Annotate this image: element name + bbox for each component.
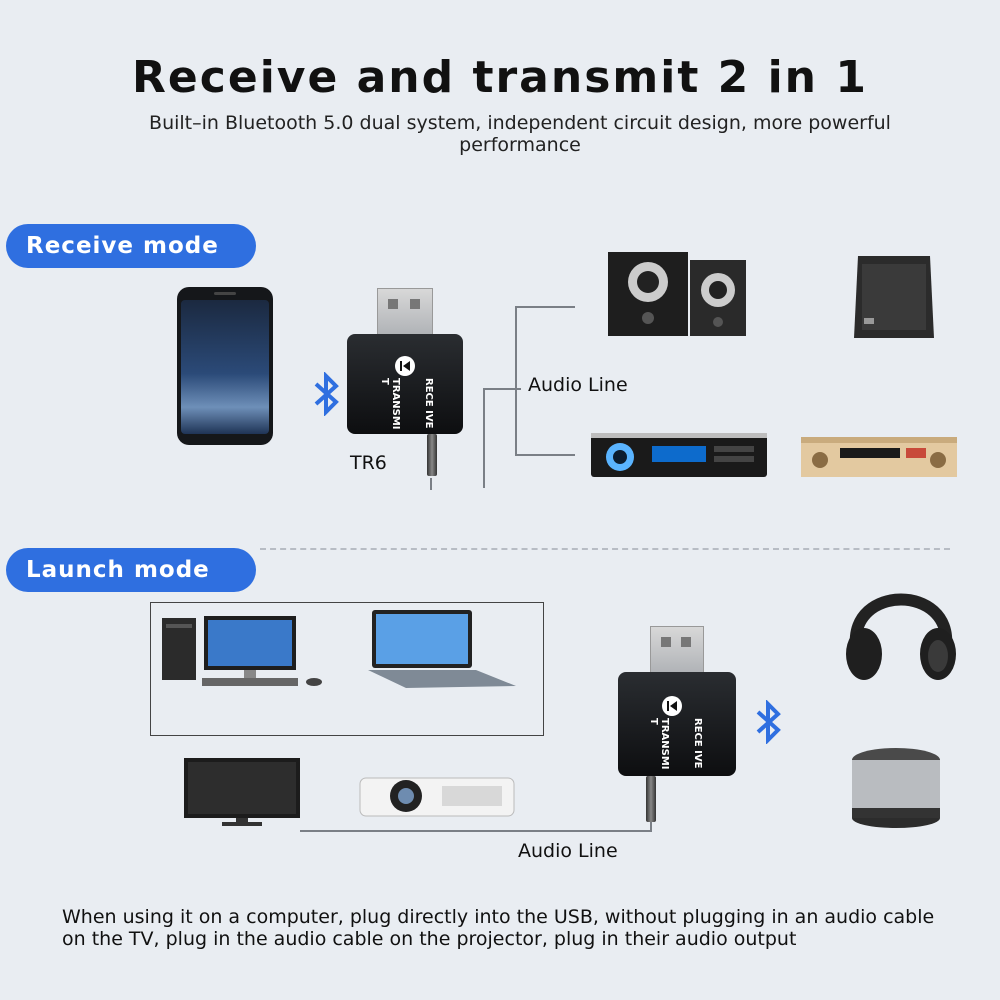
launch-mode-label: Launch mode: [6, 548, 256, 592]
projector-icon: [359, 777, 515, 817]
transmit-label: TRANSMI T: [648, 718, 670, 770]
adapter-body: TRANSMI T RECE IVE: [618, 672, 736, 776]
receive-label: RECE IVE: [423, 378, 434, 429]
amplifier-icon: [801, 437, 957, 477]
transmit-label: TRANSMI T: [379, 378, 401, 430]
bluetooth-icon: [314, 372, 339, 416]
desktop-computer-icon: [162, 616, 322, 686]
receive-label: RECE IVE: [692, 718, 703, 769]
laptop-icon: [368, 610, 516, 688]
usb-connector: [650, 626, 704, 676]
audio-line-label-launch: Audio Line: [518, 840, 618, 862]
portable-speaker-icon: [852, 748, 940, 828]
page-subtitle: Built–in Bluetooth 5.0 dual system, inde…: [149, 112, 891, 156]
mode-button: [395, 356, 415, 376]
bookshelf-speakers-icon: [608, 252, 746, 336]
receive-mode-label: Receive mode: [6, 224, 256, 268]
tv-icon: [184, 758, 300, 826]
audio-line-label-receive: Audio Line: [528, 374, 628, 396]
adapter-body: TRANSMI T RECE IVE: [347, 334, 463, 434]
pa-speaker-icon: [854, 256, 934, 338]
smartphone-icon: [177, 287, 273, 445]
computer-sources-box: [150, 602, 544, 736]
bluetooth-icon: [756, 700, 781, 744]
audio-jack: [646, 776, 656, 822]
tr6-adapter-launch: TRANSMI T RECE IVE: [616, 626, 740, 826]
usage-note: When using it on a computer, plug direct…: [62, 906, 935, 950]
headphones-icon: [846, 593, 956, 680]
device-name: TR6: [350, 452, 387, 474]
usb-connector: [377, 288, 433, 338]
page-title: Receive and transmit 2 in 1: [132, 52, 868, 103]
car-stereo-icon: [591, 433, 767, 477]
mode-button: [662, 696, 682, 716]
section-divider: [260, 548, 950, 550]
tr6-adapter: TRANSMI T RECE IVE: [345, 288, 465, 488]
audio-jack: [427, 434, 437, 476]
